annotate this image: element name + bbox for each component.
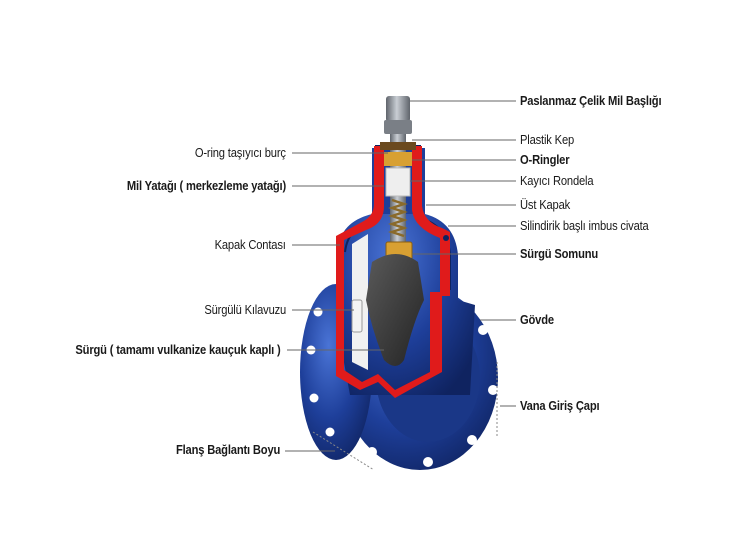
label-hex-bolt: Silindirik başlı imbus civata — [520, 218, 649, 233]
stem-cap — [386, 96, 410, 122]
label-nominal-diameter: Vana Giriş Çapı — [520, 398, 600, 413]
label-bonnet-gasket: Kapak Contası — [214, 237, 286, 252]
label-o-ring-carrier: O-ring taşıyıcı burç — [195, 145, 286, 160]
leader-lines — [285, 100, 516, 452]
bolt-hole — [309, 393, 319, 403]
stem-assembly — [380, 96, 416, 261]
label-wedge: Sürgü ( tamamı vulkanize kauçuk kaplı ) — [75, 342, 281, 357]
dimension-lines — [312, 362, 498, 471]
label-thrust-washer: Kayıcı Rondela — [520, 173, 594, 188]
label-body: Gövde — [520, 312, 554, 327]
bolt-hole — [313, 307, 323, 317]
bolt-hole — [467, 435, 477, 445]
label-wedge-guide: Sürgülü Kılavuzu — [204, 302, 286, 317]
label-stem-bearing: Mil Yatağı ( merkezleme yatağı) — [126, 178, 286, 193]
bolt-hole — [478, 325, 488, 335]
bolt-hole — [423, 457, 433, 467]
plastic-cap — [380, 142, 416, 150]
label-stem-cap: Paslanmaz Çelik Mil Başlığı — [520, 93, 662, 108]
bolt-hole — [367, 447, 377, 457]
label-stem-nut: Sürgü Somunu — [520, 246, 599, 261]
bolt-hole — [325, 427, 335, 437]
washer — [385, 167, 411, 197]
label-face-to-face: Flanş Bağlantı Boyu — [175, 442, 280, 457]
o-rings — [384, 152, 412, 166]
label-o-rings: O-Ringler — [520, 152, 570, 167]
guide — [351, 299, 363, 333]
label-plastic-cap: Plastik Kep — [520, 132, 575, 147]
bolt-icon — [443, 235, 449, 241]
label-bonnet: Üst Kapak — [520, 197, 571, 212]
bolt-hole — [488, 385, 498, 395]
wedge — [351, 254, 424, 366]
